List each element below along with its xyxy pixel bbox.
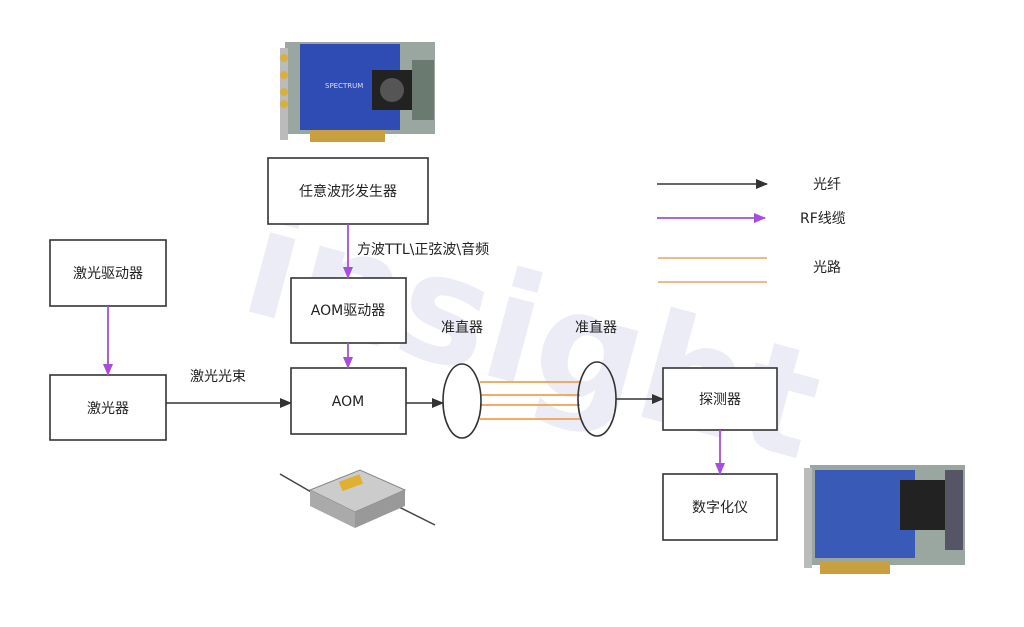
- box-digitizer: 数字化仪: [662, 473, 778, 541]
- legend-light-label: 光路: [813, 260, 841, 276]
- collimator-1: [442, 363, 482, 439]
- laser-beam-label: 激光光束: [190, 368, 246, 385]
- svg-text:数字化仪: 数字化仪: [692, 500, 748, 516]
- digitizer-card-image: [804, 465, 965, 574]
- box-laser: 激光器: [49, 374, 167, 441]
- svg-text:AOM驱动器: AOM驱动器: [311, 303, 385, 319]
- legend-fiber-label: 光纤: [813, 177, 841, 193]
- legend: 光纤 RF线缆 光路: [657, 177, 846, 283]
- signal-label: 方波TTL\正弦波\音频: [357, 241, 489, 258]
- awg-card-image: SPECTRUM: [280, 42, 435, 142]
- light-path: [480, 381, 580, 420]
- box-aom-driver: AOM驱动器: [290, 277, 407, 344]
- svg-text:SPECTRUM: SPECTRUM: [325, 82, 363, 90]
- svg-text:激光器: 激光器: [87, 400, 129, 417]
- collimator-1-label: 准直器: [441, 319, 483, 336]
- legend-rf-label: RF线缆: [800, 211, 846, 227]
- collimator-2: [577, 361, 617, 437]
- aom-device-image: [279, 469, 436, 528]
- collimator-2-label: 准直器: [575, 319, 617, 336]
- svg-text:AOM: AOM: [332, 394, 364, 410]
- svg-text:激光驱动器: 激光驱动器: [73, 265, 143, 282]
- box-laser-driver: 激光驱动器: [49, 239, 167, 307]
- box-awg: 任意波形发生器: [267, 157, 429, 225]
- svg-text:任意波形发生器: 任意波形发生器: [299, 183, 397, 200]
- box-aom: AOM: [290, 367, 407, 435]
- box-detector: 探测器: [662, 367, 778, 431]
- svg-text:探测器: 探测器: [699, 392, 741, 408]
